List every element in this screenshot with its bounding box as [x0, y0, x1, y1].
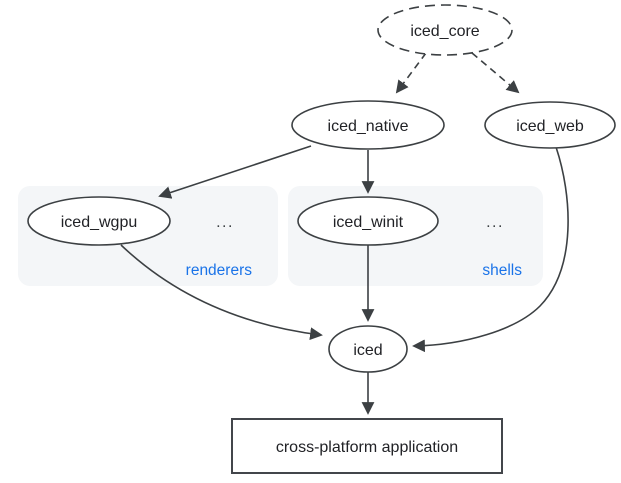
edge-iced-wgpu-to-iced [120, 244, 323, 341]
node-iced-wgpu-label: iced_wgpu [61, 214, 138, 231]
node-iced-web [484, 101, 616, 149]
edge-iced-native-to-iced-wgpu [158, 145, 312, 199]
shells-group-label: shells [482, 262, 522, 279]
edge-iced-core-to-iced-native [395, 52, 427, 94]
edge-iced-web-to-iced [412, 146, 569, 353]
node-cross-platform-application [231, 418, 503, 474]
node-application-label: cross-platform application [276, 439, 458, 456]
node-iced-winit [297, 196, 439, 246]
shells-ellipsis: ... [486, 214, 504, 231]
node-iced-core [377, 4, 513, 56]
renderers-group-label: renderers [186, 262, 253, 279]
node-iced-native [291, 100, 445, 150]
renderers-ellipsis: ... [216, 214, 234, 231]
node-iced-web-label: iced_web [516, 118, 584, 135]
node-iced-native-label: iced_native [328, 118, 409, 135]
node-iced-winit-label: iced_winit [333, 214, 404, 231]
edge-iced-core-to-iced-web [471, 52, 520, 94]
node-iced-wgpu [27, 196, 171, 246]
node-iced-label: iced [353, 342, 382, 359]
node-iced [328, 325, 408, 373]
node-iced-core-label: iced_core [410, 23, 479, 40]
